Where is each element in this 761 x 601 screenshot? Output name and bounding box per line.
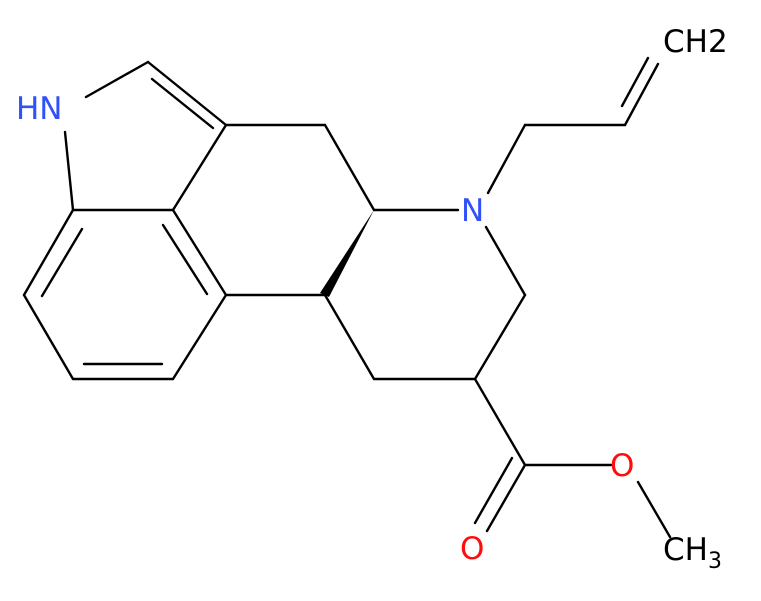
bond-c6-c7 [473,293,527,381]
atom-label-o-carbonyl: O [460,531,484,567]
bond-c2-c3-inner [150,77,215,130]
bond-cester-carbonyl [485,463,527,533]
bond-c5-c4 [171,293,228,381]
wedge-bond-c10-c11 [320,210,374,297]
bond-c3-c3a [171,123,228,212]
bond-o-ch3 [636,480,672,539]
atom-label-ch3-main: CH [663,532,708,568]
bond-n1-c2 [84,60,150,99]
bond-c9-c10 [323,123,376,212]
atom-label-ch3: CH3 [663,532,722,574]
atom-label-ch2-sub: 2 [708,24,728,60]
bond-c2-c3 [146,60,228,127]
atom-label-nh: HN [16,91,63,127]
bond-c7-c6 [22,293,75,381]
bond-c7a-c7 [22,208,75,297]
bonds [22,56,672,539]
bond-c4-c3a-inner [161,223,209,296]
atom-label-ch3-sub: 3 [708,549,722,574]
atom-label-o-ester: O [610,448,634,484]
bond-n-ch2 [486,123,527,195]
bond-c8-c11 [323,293,376,381]
bond-cester-carbonyl-2 [473,456,514,525]
bond-c7a-n1 [63,130,75,212]
bond-c7-cester [473,377,527,467]
bond-ch-ch2-inner [620,56,650,108]
bond-c7a-c7-inner [40,227,84,298]
bond-c4-c3a [171,208,228,297]
atom-label-ch2: CH2 [663,24,728,60]
atom-labels: HN N CH2 O O CH3 [16,24,728,574]
bond-n-c6 [484,225,527,297]
bond-ch-ch2 [623,62,660,127]
atom-label-n-amine: N [461,193,484,229]
atom-label-ch2-main: CH [663,24,708,60]
